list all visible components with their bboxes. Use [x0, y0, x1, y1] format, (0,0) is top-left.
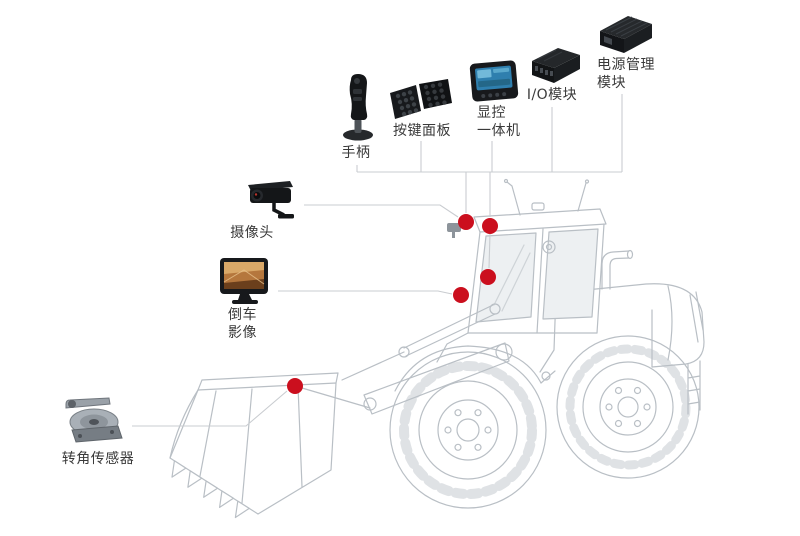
display-unit-icon: [468, 58, 520, 104]
bucket-teeth: [171, 460, 250, 519]
io-module-icon: [526, 44, 584, 86]
camera-label: 摄像头: [230, 225, 274, 241]
joystick-icon: [336, 72, 380, 142]
front-wheel: [389, 351, 547, 509]
mounted-camera: [447, 223, 461, 238]
bucket: [169, 372, 339, 519]
connector-rearview: [278, 290, 453, 295]
mount-dot-cab-console: [482, 218, 498, 234]
angle-sensor-icon: [60, 394, 130, 444]
power-module-icon: [596, 12, 656, 56]
connector-console-dashboard: [488, 233, 491, 269]
joystick-label: 手柄: [341, 145, 371, 161]
connector-lines: [132, 94, 623, 427]
connector-angle-sensor: [132, 390, 288, 427]
rearview-monitor-icon: [218, 256, 276, 306]
connector-camera: [304, 204, 459, 218]
antenna-right: [577, 182, 587, 212]
display-unit-label: 显控 一体机: [477, 105, 521, 140]
antenna-left: [506, 181, 521, 216]
mount-point-markers: [287, 214, 498, 394]
io-module-label: I/O模块: [526, 87, 578, 103]
boom-linkage: [301, 303, 513, 415]
mount-dot-dashboard: [480, 269, 496, 285]
loader-illustration: [169, 178, 705, 519]
camera-icon: [244, 178, 302, 222]
mount-dot-front-frame: [453, 287, 469, 303]
keypad-label: 按键面板: [393, 123, 451, 139]
rear-wheel: [556, 335, 700, 479]
mount-dot-camera: [458, 214, 474, 230]
keypad-icon: [388, 78, 454, 122]
angle-sensor-label: 转角传感器: [61, 451, 135, 467]
power-module-label: 电源管理 模块: [597, 57, 655, 92]
mount-dot-boom-pivot: [287, 378, 303, 394]
rearview-monitor-label: 倒车 影像: [228, 307, 257, 342]
cab: [447, 178, 607, 334]
front-frame: [394, 332, 556, 392]
